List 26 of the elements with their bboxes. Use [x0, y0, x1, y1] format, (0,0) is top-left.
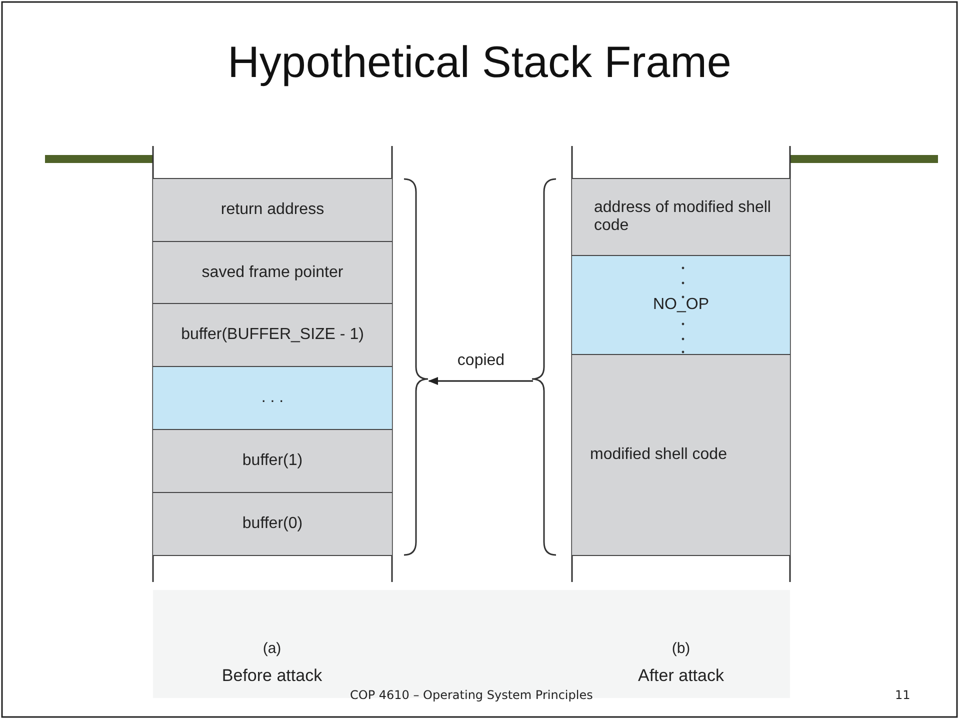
cell-label: buffer(0)	[242, 515, 303, 533]
cell-label: . . .	[261, 389, 284, 407]
figure-label: (b)	[670, 640, 692, 657]
page-number: 11	[895, 688, 910, 702]
cell-label: NO_OP	[652, 296, 709, 314]
stack-cell	[153, 178, 392, 242]
cell-label: address of modified shell code	[594, 199, 772, 235]
figure-label: (a)	[262, 640, 282, 657]
stack-slot	[153, 366, 392, 430]
cell-label: buffer(1)	[242, 452, 303, 470]
stack-cell	[572, 354, 790, 556]
stack-cell	[153, 492, 392, 556]
cell-label: return address	[220, 201, 324, 219]
slide-title: Hypothetical Stack Frame	[226, 38, 732, 88]
footer-text: COP 4610 – Operating System Principles	[350, 688, 593, 702]
stack-cell	[153, 429, 392, 493]
cell-label: buffer(BUFFER_SIZE - 1)	[181, 326, 364, 344]
stack-cell	[153, 303, 392, 367]
cell-label: saved frame pointer	[202, 264, 344, 282]
caption: After attack	[637, 666, 725, 686]
stack-cell	[572, 178, 790, 256]
cell-label: modified shell code	[590, 446, 727, 464]
arrow	[428, 377, 533, 385]
caption: Before attack	[220, 666, 324, 686]
stack-cell	[153, 241, 392, 304]
stack-slot	[572, 255, 790, 355]
